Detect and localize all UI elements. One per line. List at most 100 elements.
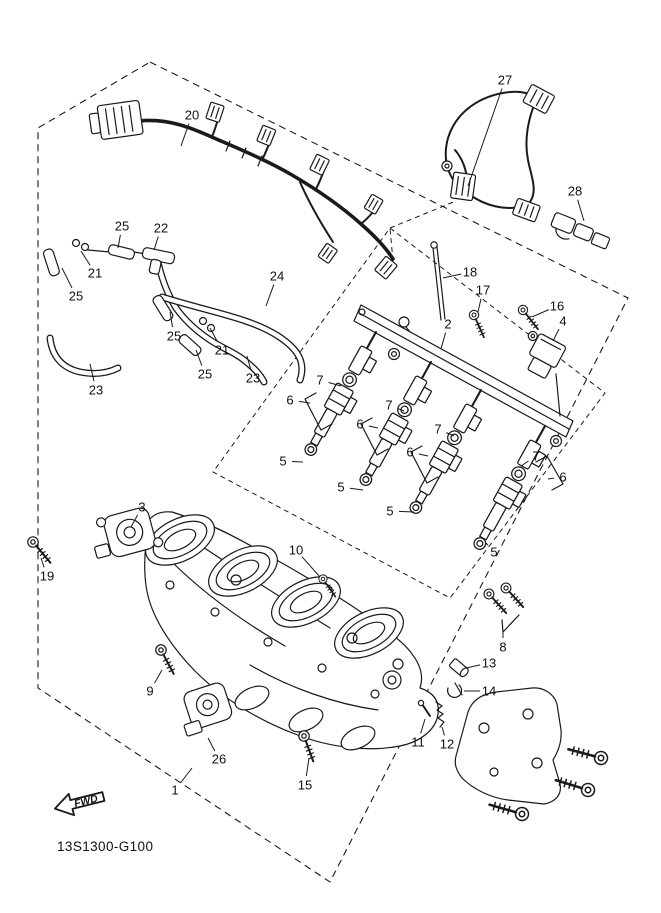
callout-leader-12	[441, 726, 445, 736]
outlet-bore	[340, 725, 376, 751]
hose-25	[107, 244, 135, 260]
callout-leader-28	[577, 199, 585, 222]
pin-11	[417, 699, 431, 717]
callout-23: 23	[246, 371, 260, 386]
pipe-joint-21	[71, 238, 90, 252]
main-wire-harness-20	[88, 99, 398, 280]
callout-leader-3	[130, 514, 139, 528]
callout-25: 25	[115, 219, 129, 234]
harness-connector	[256, 124, 277, 147]
tee-joint-22	[141, 247, 176, 275]
callout-leader-25	[61, 267, 73, 289]
harness-connector	[88, 99, 144, 140]
callout-leader-15	[305, 757, 310, 777]
callout-6: 6	[406, 445, 413, 460]
callout-5: 5	[279, 454, 286, 469]
callout-19: 19	[40, 569, 54, 584]
cap-13	[449, 658, 469, 678]
callout-leader-10	[301, 556, 321, 578]
fwd-arrow-icon	[54, 791, 106, 817]
callout-leader-11	[420, 718, 426, 734]
callout-leader-9	[154, 669, 163, 684]
callout-25: 25	[167, 329, 181, 344]
callout-28: 28	[568, 184, 582, 199]
callout-7: 7	[316, 373, 323, 388]
callout-15: 15	[298, 778, 312, 793]
bolt-19	[24, 533, 56, 568]
callout-12: 12	[440, 737, 454, 752]
callout-leader-13	[465, 664, 481, 669]
callout-leader-1	[180, 767, 193, 784]
callout-leader-18	[442, 273, 462, 279]
throttle-bore	[145, 514, 215, 566]
callout-18: 18	[463, 265, 477, 280]
throttle-bore	[334, 607, 404, 659]
sensor-26	[183, 682, 233, 737]
callout-leader-20	[180, 123, 190, 147]
callout-leader-7	[446, 432, 455, 437]
bracket-6	[360, 417, 389, 456]
fwd-label: FWD	[73, 793, 100, 811]
callout-9: 9	[146, 684, 153, 699]
callout-leader-6	[547, 477, 555, 480]
harness-connector	[374, 256, 398, 280]
callout-leader-26	[207, 737, 216, 752]
harness-clamp-28	[550, 212, 611, 250]
sub-wire-harness-27	[441, 84, 555, 223]
fuel-rail-2	[353, 304, 574, 448]
callout-3: 3	[138, 500, 145, 515]
callout-5: 5	[337, 480, 344, 495]
cover-bracket	[454, 687, 562, 805]
callout-1: 1	[171, 783, 178, 798]
outlet-bore	[234, 685, 270, 711]
callout-leader-5	[291, 460, 304, 463]
vacuum-hose-set	[42, 238, 306, 386]
callout-23: 23	[89, 383, 103, 398]
callout-leader-7	[520, 460, 529, 467]
bolt-17	[466, 307, 490, 341]
callout-leader-25	[195, 349, 203, 366]
harness-connector	[309, 153, 330, 176]
callout-leader-22	[153, 236, 159, 251]
callout-20: 20	[185, 108, 199, 123]
harness-connector	[363, 193, 384, 215]
injector	[403, 384, 497, 522]
tps-sensor-3	[94, 507, 164, 559]
rod-18	[430, 241, 446, 321]
callout-5: 5	[490, 545, 497, 560]
screw-set-8	[481, 580, 528, 633]
harness-connector	[512, 197, 541, 223]
bracket-6	[410, 445, 439, 484]
outlet-bore	[288, 707, 324, 733]
harness-connector	[522, 84, 555, 114]
pressure-sensor-4	[527, 330, 567, 417]
throttle-bore	[271, 576, 341, 628]
callout-leader-4	[552, 328, 560, 342]
callout-leader-5	[349, 487, 364, 491]
callout-21: 21	[215, 343, 229, 358]
callout-leader-6	[298, 400, 311, 404]
fuel-injectors	[298, 326, 564, 558]
callout-leader-5	[485, 542, 489, 546]
callout-leader-21	[209, 327, 219, 343]
callout-14: 14	[482, 684, 496, 699]
callout-leader-23	[246, 355, 252, 370]
callout-leader-25	[169, 311, 174, 328]
callout-7: 7	[434, 422, 441, 437]
callout-7: 7	[385, 398, 392, 413]
callout-22: 22	[154, 221, 168, 236]
callout-6: 6	[559, 470, 566, 485]
callout-leader-6	[418, 453, 429, 457]
callout-26: 26	[212, 752, 226, 767]
callout-leader-7	[328, 381, 342, 387]
callout-16: 16	[550, 299, 564, 314]
callout-10: 10	[289, 543, 303, 558]
callout-8: 8	[499, 640, 506, 655]
callout-25: 25	[198, 367, 212, 382]
hose-25	[152, 294, 174, 322]
fwd-symbol: FWD	[54, 791, 106, 817]
harness-connector	[450, 171, 477, 202]
harness-connector	[205, 101, 225, 123]
